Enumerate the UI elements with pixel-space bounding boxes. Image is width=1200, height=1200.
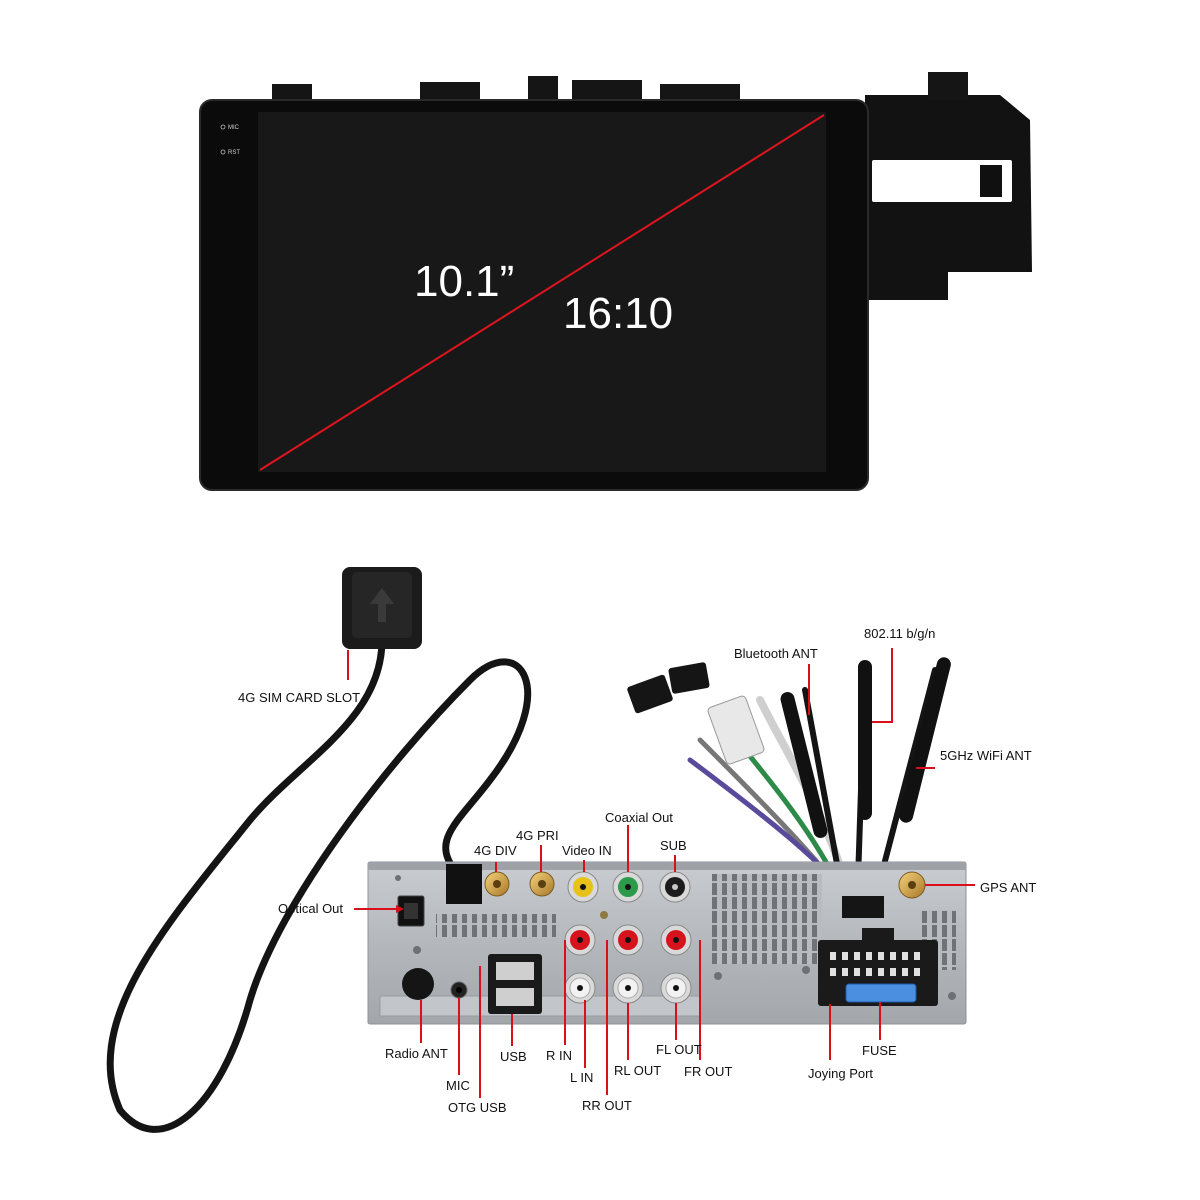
label-radio-ant: Radio ANT (385, 1046, 448, 1061)
screw (948, 992, 956, 1000)
sim-jack (446, 864, 482, 904)
rca-rl-out (612, 972, 644, 1004)
label-joying-port: Joying Port (808, 1066, 873, 1081)
rear-panel-group (106, 567, 967, 1133)
mic-hole-icon (220, 124, 226, 130)
label-rr-out: RR OUT (582, 1098, 632, 1113)
4g-pri-port-pin (538, 880, 546, 888)
label-video-in: Video IN (562, 843, 612, 858)
screw (600, 911, 608, 919)
rca-sub (659, 871, 691, 903)
bluetooth-antenna (780, 692, 828, 838)
screw (802, 966, 810, 974)
rca-video-in (567, 871, 599, 903)
rca-r-in (564, 924, 596, 956)
top-clip (528, 76, 558, 102)
label-optical-out: Optical Out (278, 901, 343, 916)
usb-port-lower (496, 988, 534, 1006)
rca-coaxial-out (612, 871, 644, 903)
aspect-ratio-label: 16:10 (563, 289, 673, 338)
screw (413, 946, 421, 954)
sim-insert-arrow-icon (370, 588, 394, 622)
label-usb: USB (500, 1049, 527, 1064)
screw (395, 875, 401, 881)
fuse (845, 983, 917, 1003)
label-sim-slot: 4G SIM CARD SLOT (238, 690, 360, 705)
label-otg-usb: OTG USB (448, 1100, 507, 1115)
can-out-plug (707, 695, 765, 765)
rca-fl-out (660, 972, 692, 1004)
label-bluetooth-ant: Bluetooth ANT (734, 646, 818, 661)
chassis-top-rim (368, 862, 966, 870)
can-harness-block (842, 896, 884, 918)
bracket-slot-detail (980, 165, 1002, 197)
joying-port-pins (830, 952, 920, 976)
bezel-mic-label: MIC (228, 125, 240, 131)
4g-div-port-pin (493, 880, 501, 888)
sim-cable (106, 636, 532, 1133)
5ghz-wifi-antenna (899, 657, 951, 823)
label-fl-out: FL OUT (656, 1042, 702, 1057)
label-l-in: L IN (570, 1070, 593, 1085)
screen-diagonal (259, 114, 825, 471)
label-fuse: FUSE (862, 1043, 897, 1058)
screen-size-label: 10.1” (414, 257, 514, 306)
label-mic: MIC (446, 1078, 470, 1093)
harness-plug (627, 674, 673, 714)
bezel-rst-label: RST (228, 150, 240, 156)
wifi-antenna (858, 660, 872, 820)
optical-out-arrow-icon (396, 905, 404, 913)
label-4g-pri: 4G PRI (516, 828, 559, 843)
radio-ant-port (402, 968, 434, 1000)
joying-port-tab (862, 928, 894, 942)
label-rl-out: RL OUT (614, 1063, 661, 1078)
rca-fr-out (660, 924, 692, 956)
top-clip (660, 84, 740, 102)
reset-hole-icon (220, 149, 226, 155)
rca-l-in (564, 972, 596, 1004)
head-unit: 10.1” 16:10 MIC RST (199, 72, 1032, 491)
label-gps-ant: GPS ANT (980, 880, 1036, 895)
label-fr-out: FR OUT (684, 1064, 732, 1079)
usb-port-upper (496, 962, 534, 980)
bracket-slot (872, 160, 1012, 202)
screw (714, 972, 722, 980)
top-clip (420, 82, 480, 102)
harness-plug (668, 662, 710, 694)
vent-grille (436, 914, 556, 938)
label-r-in: R IN (546, 1048, 572, 1063)
vent-grille (712, 874, 822, 964)
rca-rr-out (612, 924, 644, 956)
top-clip (272, 84, 312, 102)
pointer-lines (347, 648, 975, 1098)
label-coaxial-out: Coaxial Out (605, 810, 673, 825)
mic-jack-hole (456, 987, 462, 993)
label-4g-div: 4G DIV (474, 843, 517, 858)
top-clip (572, 80, 642, 102)
label-5ghz-wifi: 5GHz WiFi ANT (940, 748, 1032, 763)
optical-out-inner (404, 903, 418, 919)
top-clip (928, 72, 968, 100)
gps-ant-port-pin (908, 881, 916, 889)
label-80211: 802.11 b/g/n (864, 626, 935, 641)
label-sub: SUB (660, 838, 687, 853)
